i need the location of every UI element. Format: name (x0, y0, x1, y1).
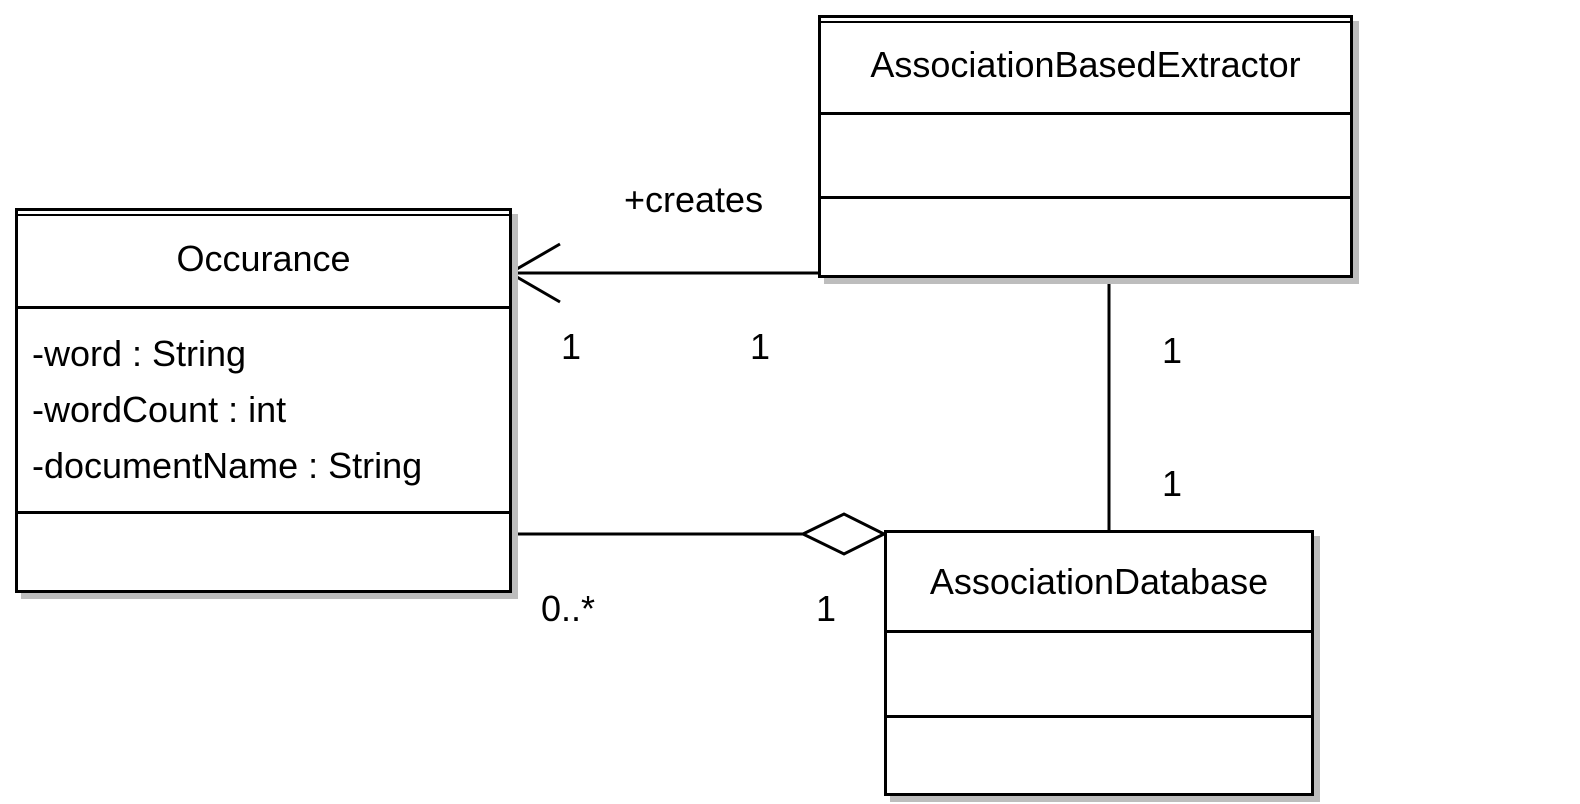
aggregation-diamond-icon (799, 512, 888, 556)
extractor-end-multiplicity: 1 (1162, 330, 1183, 371)
class-name: AssociationBasedExtractor (821, 18, 1350, 115)
aggregation-part-multiplicity: 0..* (541, 588, 596, 629)
class-occurance: Occurance -word : String -wordCount : in… (15, 208, 512, 593)
class-name: AssociationDatabase (887, 533, 1311, 633)
class-association-based-extractor: AssociationBasedExtractor (818, 15, 1353, 278)
creates-target-multiplicity: 1 (561, 326, 582, 367)
attributes-compartment (821, 115, 1350, 199)
aggregation-whole-multiplicity: 1 (816, 588, 837, 629)
class-association-database: AssociationDatabase (884, 530, 1314, 796)
class-border-double (18, 214, 509, 216)
attribute-document-name: -documentName : String (32, 445, 423, 486)
attribute-word: -word : String (32, 333, 247, 374)
operations-compartment (18, 514, 509, 590)
attribute-word-count: -wordCount : int (32, 389, 287, 430)
class-name: Occurance (18, 211, 509, 309)
operations-compartment (821, 199, 1350, 275)
creates-source-multiplicity: 1 (750, 326, 771, 367)
attributes-compartment (887, 633, 1311, 718)
class-border-double (821, 21, 1350, 23)
database-end-multiplicity: 1 (1162, 463, 1183, 504)
operations-compartment (887, 718, 1311, 793)
creates-role-label: +creates (624, 179, 764, 220)
attributes-compartment: -word : String -wordCount : int -documen… (18, 309, 509, 514)
